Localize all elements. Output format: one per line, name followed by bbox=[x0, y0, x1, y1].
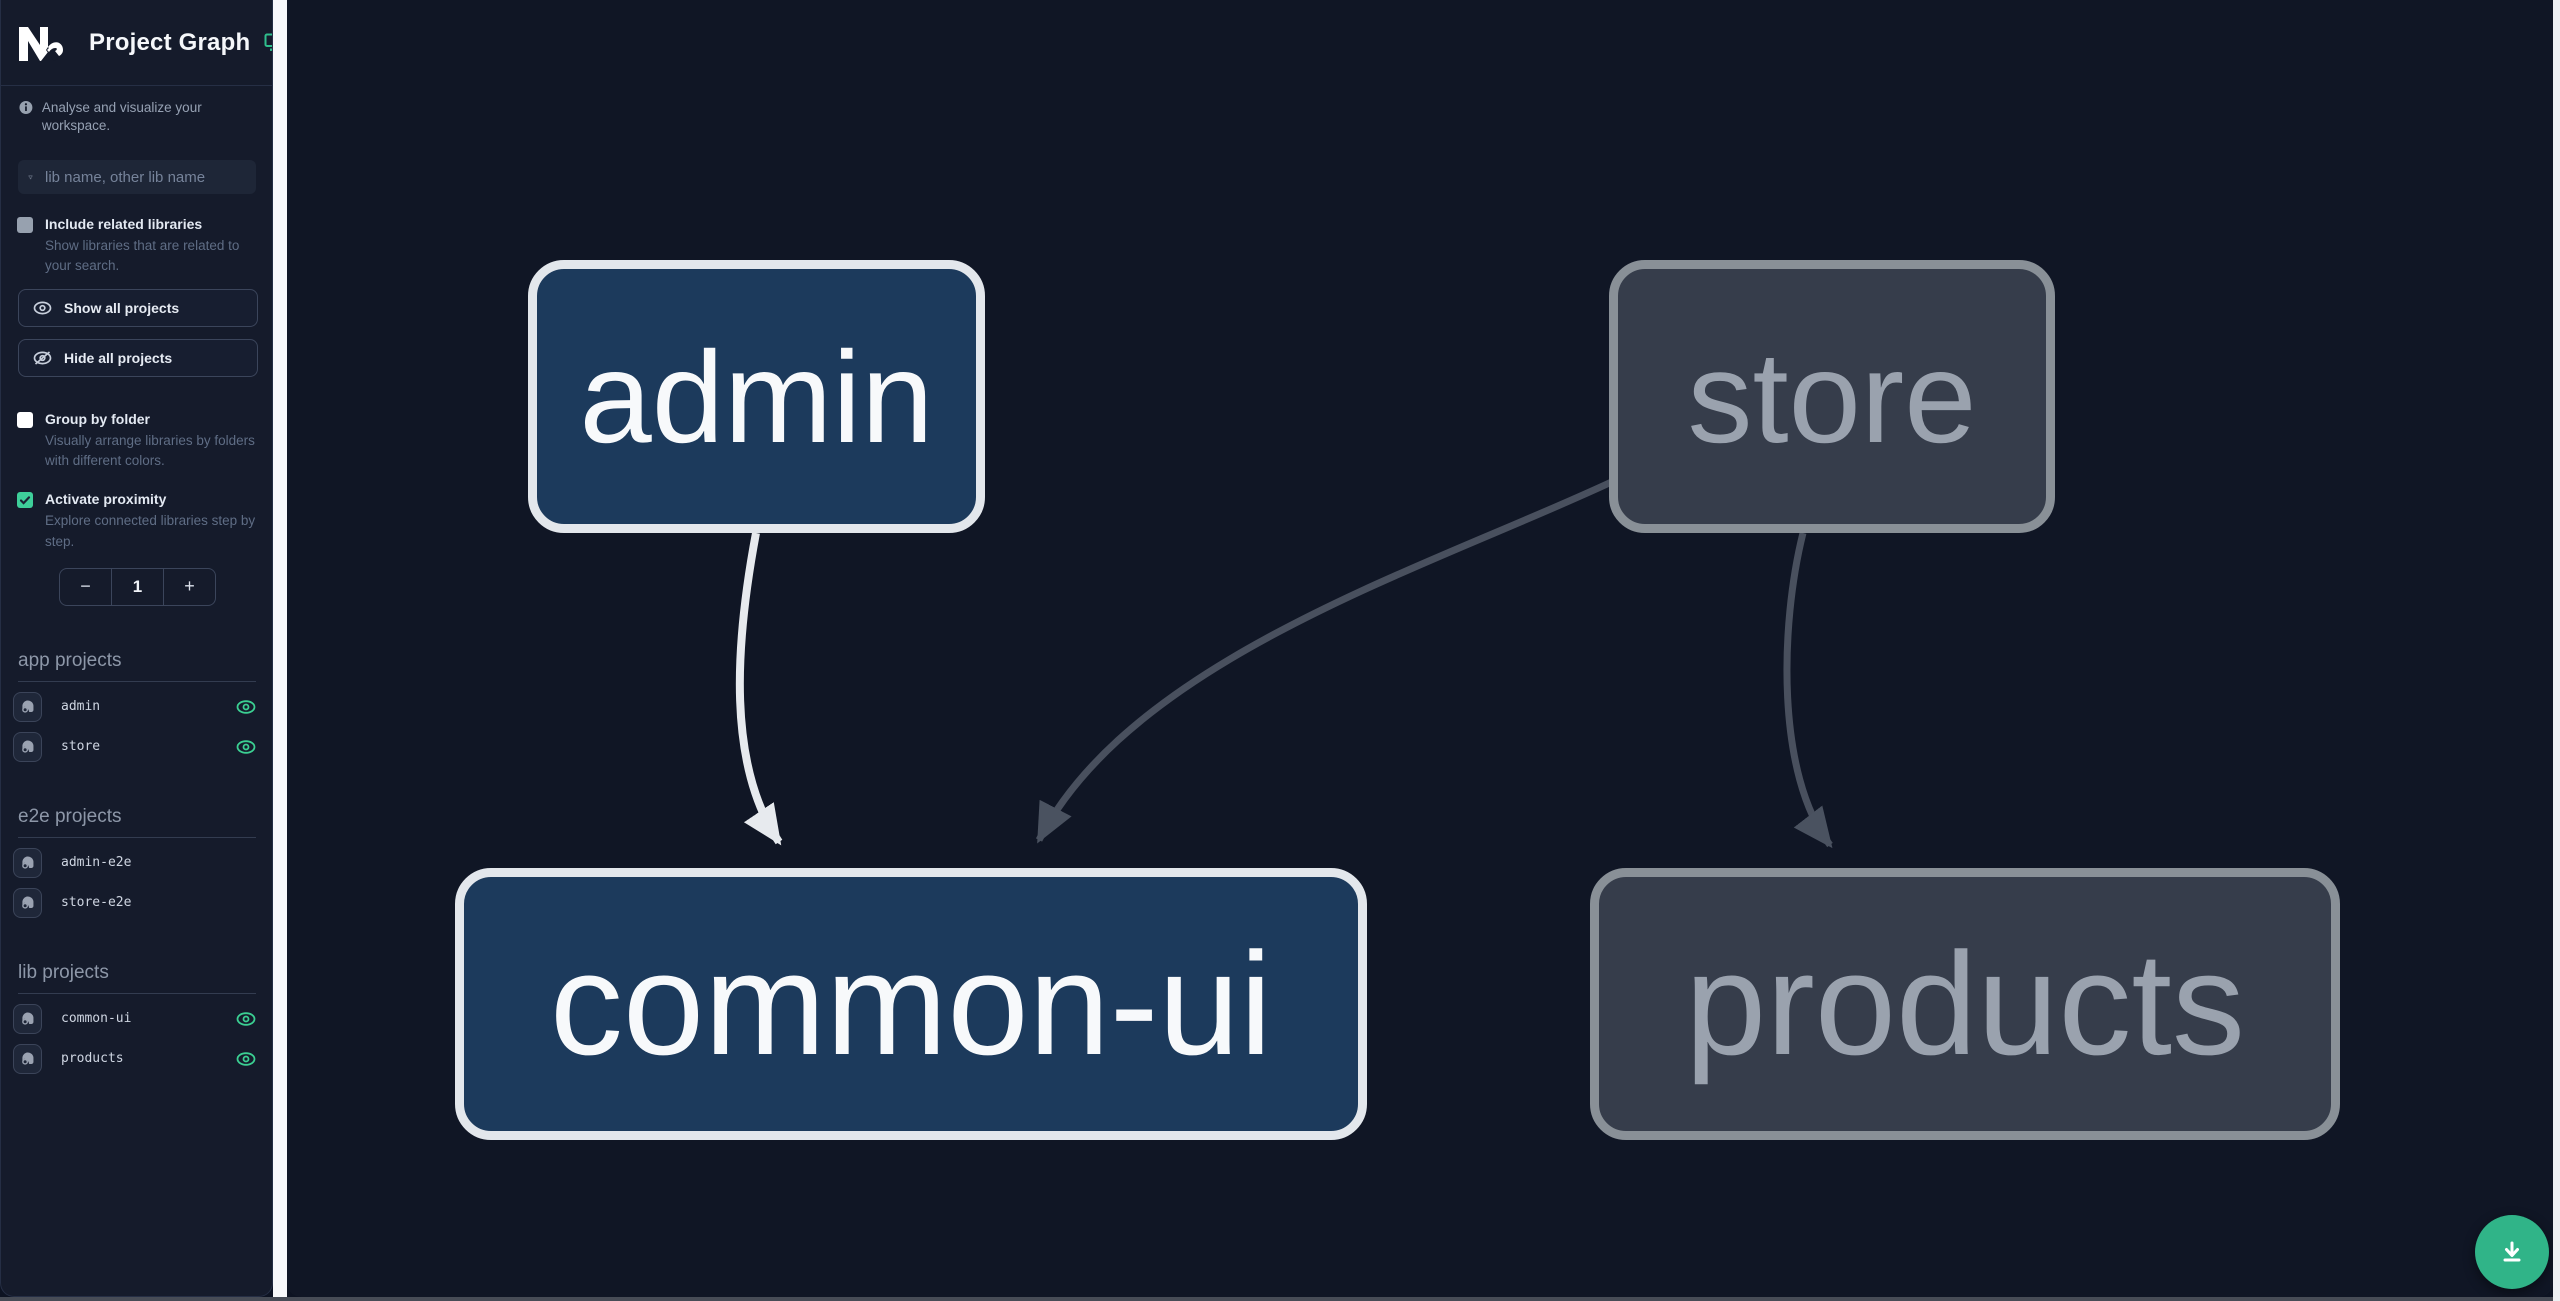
proximity-stepper: − 1 + bbox=[59, 567, 216, 606]
edge-store-to-products[interactable] bbox=[1783, 532, 1833, 849]
activate-proximity-checkbox[interactable] bbox=[17, 492, 33, 509]
monitor-icon[interactable] bbox=[264, 33, 273, 52]
node-label: common-ui bbox=[549, 922, 1273, 1085]
project-name: admin bbox=[61, 699, 101, 715]
project-name: admin-e2e bbox=[61, 855, 132, 871]
proximity-value: 1 bbox=[111, 568, 164, 605]
project-row-admin[interactable]: admin bbox=[13, 691, 256, 722]
section-lib-projects: lib projects common-ui bbox=[1, 962, 272, 1074]
download-icon bbox=[2503, 1241, 2521, 1262]
project-row-common-ui[interactable]: common-ui bbox=[13, 1003, 256, 1034]
activate-proximity-label: Activate proximity bbox=[45, 491, 167, 508]
proximity-decrement-button[interactable]: − bbox=[80, 576, 91, 597]
workspace-hint: Analyse and visualize your workspace. bbox=[1, 86, 272, 134]
group-by-folder-label: Group by folder bbox=[45, 410, 150, 427]
section-app-projects: app projects admin bbox=[1, 650, 272, 762]
include-related-checkbox[interactable] bbox=[17, 217, 33, 234]
graph-node-common-ui[interactable]: common-ui bbox=[455, 868, 1367, 1140]
include-related-label: Include related libraries bbox=[45, 216, 203, 233]
edge-admin-to-common-ui[interactable] bbox=[735, 532, 783, 846]
group-by-folder-description: Visually arrange libraries by folders wi… bbox=[45, 432, 255, 469]
node-label: store bbox=[1687, 323, 1977, 470]
node-label: admin bbox=[579, 323, 934, 470]
edge-store-to-common-ui[interactable] bbox=[1035, 474, 1622, 844]
group-by-folder-option: Group by folder Visually arrange librari… bbox=[1, 411, 272, 472]
filter-input-wrap bbox=[18, 160, 256, 195]
sidebar-resize-gutter[interactable] bbox=[273, 0, 287, 1297]
project-type-icon bbox=[13, 691, 42, 722]
project-name: store-e2e bbox=[61, 895, 132, 911]
toggle-visibility-eye-icon[interactable] bbox=[236, 1049, 256, 1069]
toggle-visibility-eye-icon[interactable] bbox=[236, 1009, 256, 1029]
section-title: e2e projects bbox=[18, 806, 256, 838]
eye-icon bbox=[33, 301, 52, 315]
group-by-folder-checkbox[interactable] bbox=[17, 411, 33, 428]
workspace-hint-text: Analyse and visualize your workspace. bbox=[41, 100, 202, 133]
section-title: lib projects bbox=[18, 962, 256, 994]
eye-off-icon bbox=[33, 351, 52, 365]
project-name: store bbox=[61, 739, 101, 755]
project-type-icon bbox=[13, 1003, 42, 1034]
graph-node-admin[interactable]: admin bbox=[528, 260, 985, 533]
horizontal-scrollbar[interactable] bbox=[0, 1297, 2553, 1301]
sidebar: Project Graph Analyse and visualize your… bbox=[0, 0, 273, 1297]
hide-all-projects-button[interactable]: Hide all projects bbox=[18, 338, 258, 377]
project-type-icon bbox=[13, 847, 42, 878]
vertical-scrollbar[interactable] bbox=[2553, 0, 2560, 1301]
include-related-description: Show libraries that are related to your … bbox=[45, 238, 240, 274]
download-graph-button[interactable] bbox=[2475, 1215, 2549, 1289]
show-all-projects-label: Show all projects bbox=[64, 299, 180, 316]
project-name: products bbox=[61, 1051, 124, 1067]
show-all-projects-button[interactable]: Show all projects bbox=[18, 288, 258, 327]
graph-canvas[interactable]: admin store common-ui products bbox=[287, 0, 2553, 1297]
funnel-icon bbox=[28, 175, 33, 179]
graph-node-store[interactable]: store bbox=[1609, 260, 2055, 533]
project-type-icon bbox=[13, 887, 42, 918]
toggle-visibility-eye-icon[interactable] bbox=[236, 697, 256, 717]
filter-input[interactable] bbox=[43, 167, 246, 187]
app-title: Project Graph bbox=[89, 28, 251, 56]
info-icon bbox=[19, 101, 33, 114]
project-type-icon bbox=[13, 731, 42, 762]
proximity-increment-button[interactable]: + bbox=[184, 576, 195, 597]
toggle-visibility-eye-icon[interactable] bbox=[236, 737, 256, 757]
project-row-admin-e2e[interactable]: admin-e2e bbox=[13, 847, 256, 878]
hide-all-projects-label: Hide all projects bbox=[64, 349, 173, 366]
dependency-edges bbox=[735, 474, 1833, 849]
nx-logo-icon bbox=[19, 26, 63, 61]
project-row-store[interactable]: store bbox=[13, 731, 256, 762]
sidebar-header: Project Graph bbox=[1, 0, 272, 86]
activate-proximity-description: Explore connected libraries step by step… bbox=[45, 513, 256, 549]
project-row-products[interactable]: products bbox=[13, 1043, 256, 1074]
node-label: products bbox=[1685, 922, 2245, 1085]
activate-proximity-option: Activate proximity Explore connected lib… bbox=[1, 491, 272, 552]
section-title: app projects bbox=[18, 650, 256, 682]
graph-node-products[interactable]: products bbox=[1590, 868, 2340, 1140]
project-name: common-ui bbox=[61, 1011, 132, 1027]
project-row-store-e2e[interactable]: store-e2e bbox=[13, 887, 256, 918]
section-e2e-projects: e2e projects admin-e2e bbox=[1, 806, 272, 918]
project-type-icon bbox=[13, 1043, 42, 1074]
include-related-option: Include related libraries Show libraries… bbox=[1, 216, 272, 277]
